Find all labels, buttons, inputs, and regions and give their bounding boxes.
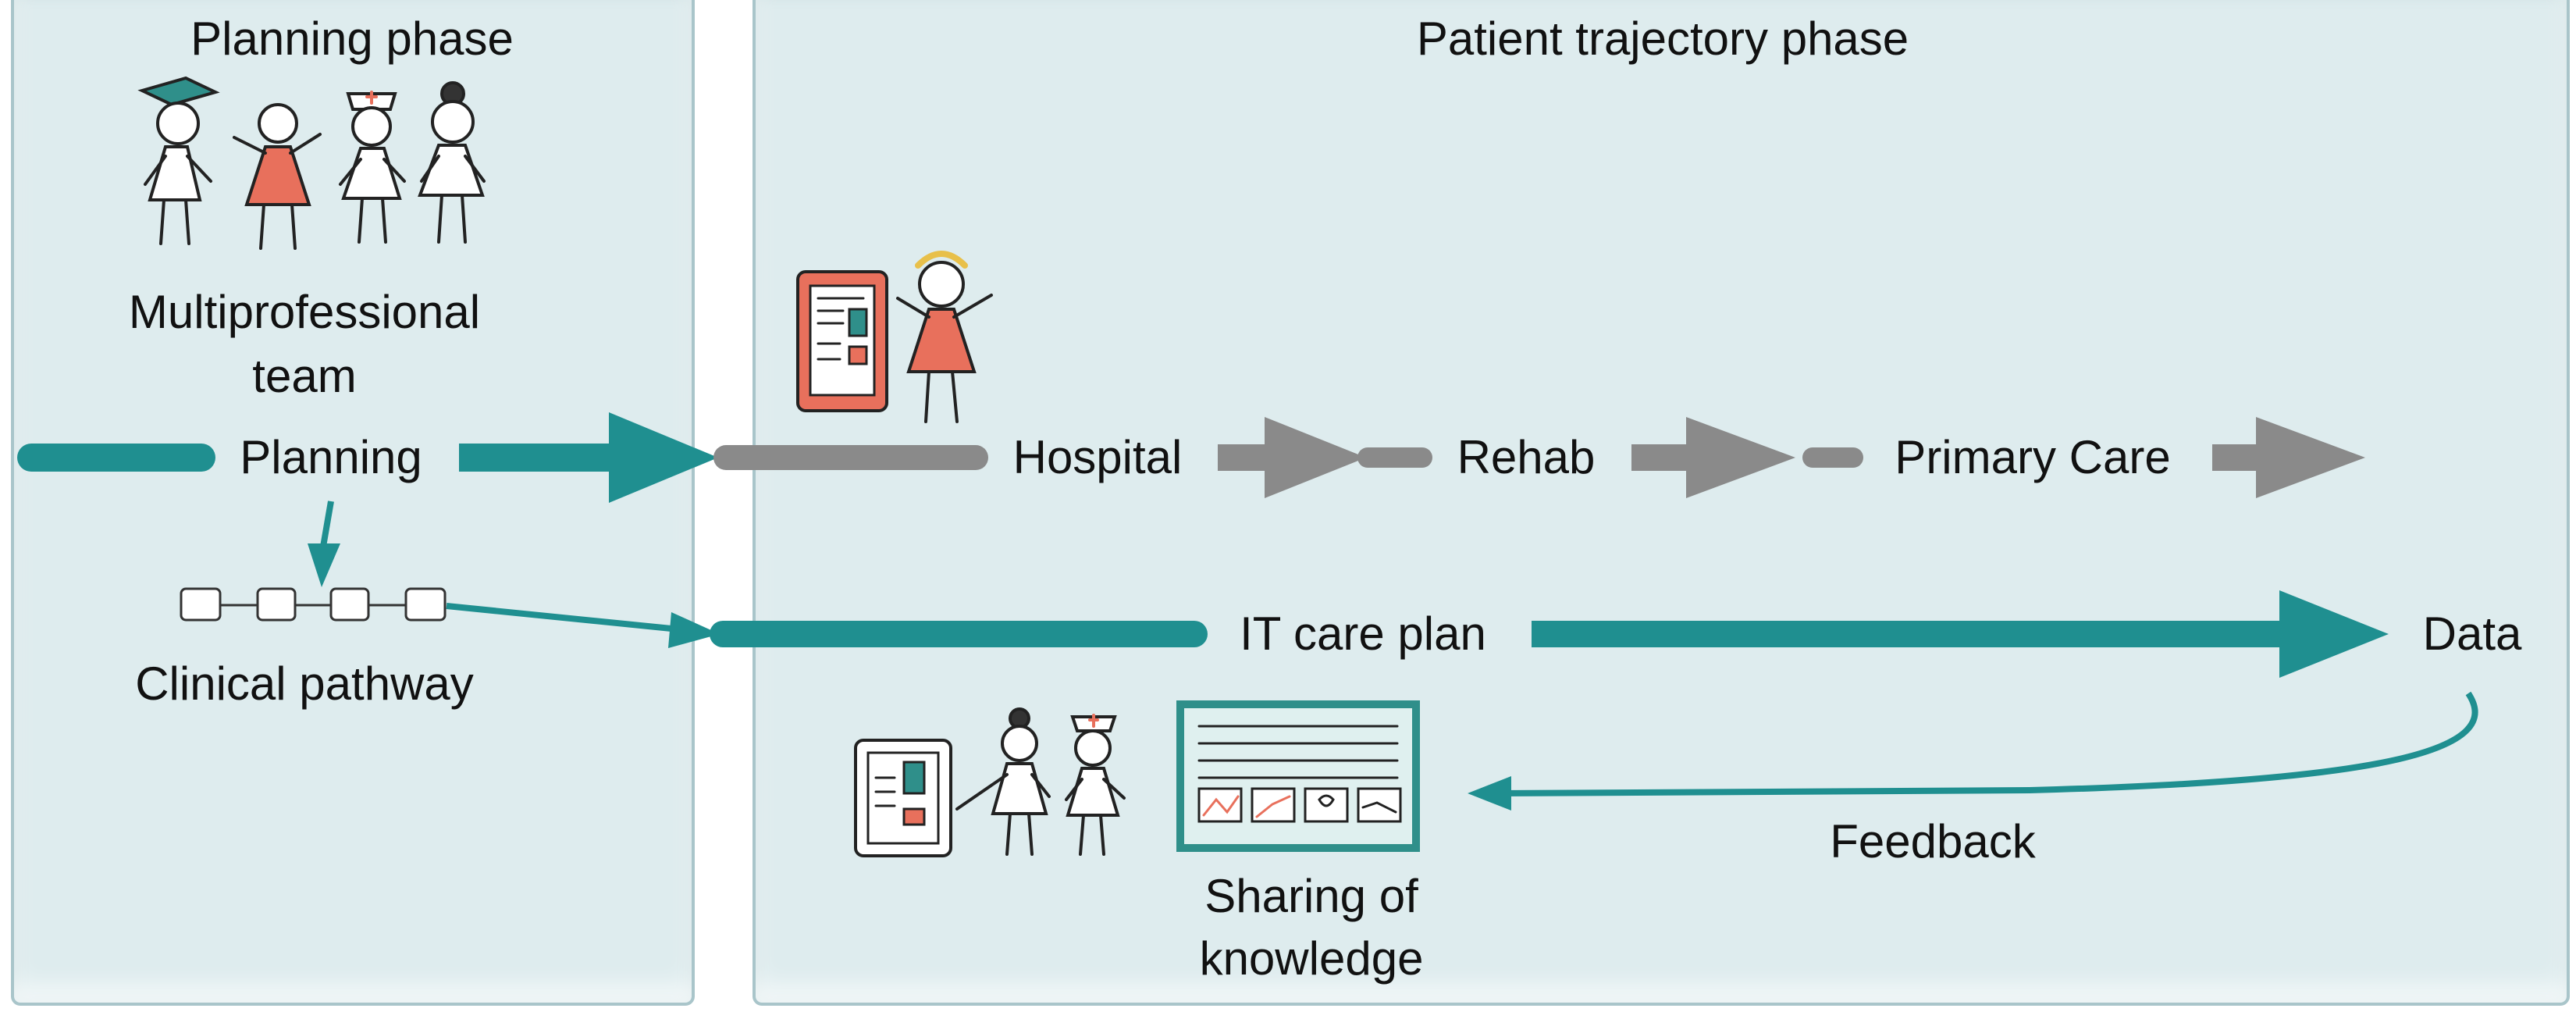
planning-to-pathway-arrow [308,501,340,587]
hospital-label: Hospital [1012,431,1183,483]
planning-label: Planning [240,431,422,483]
team-label-line2: team [252,350,357,402]
rehab-label: Rehab [1457,431,1596,483]
patient-figure-icon [896,251,993,423]
planning-phase-title: Planning phase [190,12,514,65]
primary-care-label: Primary Care [1895,431,2171,483]
trajectory-arrows [713,417,2365,498]
team-label-line1: Multiprofessional [128,286,481,338]
trajectory-phase-panel [753,0,2570,1006]
pathway-to-care-plan-arrow [446,603,720,648]
planning-arrow [17,412,718,503]
it-care-plan-arrow [710,590,2389,678]
sharing-knowledge-sketch [854,700,1420,857]
trajectory-phase-title: Patient trajectory phase [1416,12,1909,65]
clinical-pathway-chain [180,587,447,622]
tablet-icon [854,739,952,857]
feedback-label: Feedback [1830,815,2036,868]
therapist-figure-icon [418,81,486,244]
doctor-figure-icon [137,76,220,245]
sharing-label-line2: knowledge [1199,932,1424,985]
dashboard-board-icon [1176,700,1420,852]
feedback-arrow [1468,691,2478,811]
nurse-figure-icon [233,103,322,250]
tablet-icon [796,270,888,412]
staff-figure-icon [955,707,1051,856]
it-care-plan-label: IT care plan [1240,607,1486,660]
sharing-label-line1: Sharing of [1204,870,1418,922]
clinical-pathway-label: Clinical pathway [135,657,474,710]
team-figures [137,76,486,250]
data-label: Data [2422,607,2522,660]
hospital-patient-sketch [796,251,993,423]
nurse-figure-icon [1065,714,1126,856]
nurse-cap-figure-icon [339,91,406,244]
